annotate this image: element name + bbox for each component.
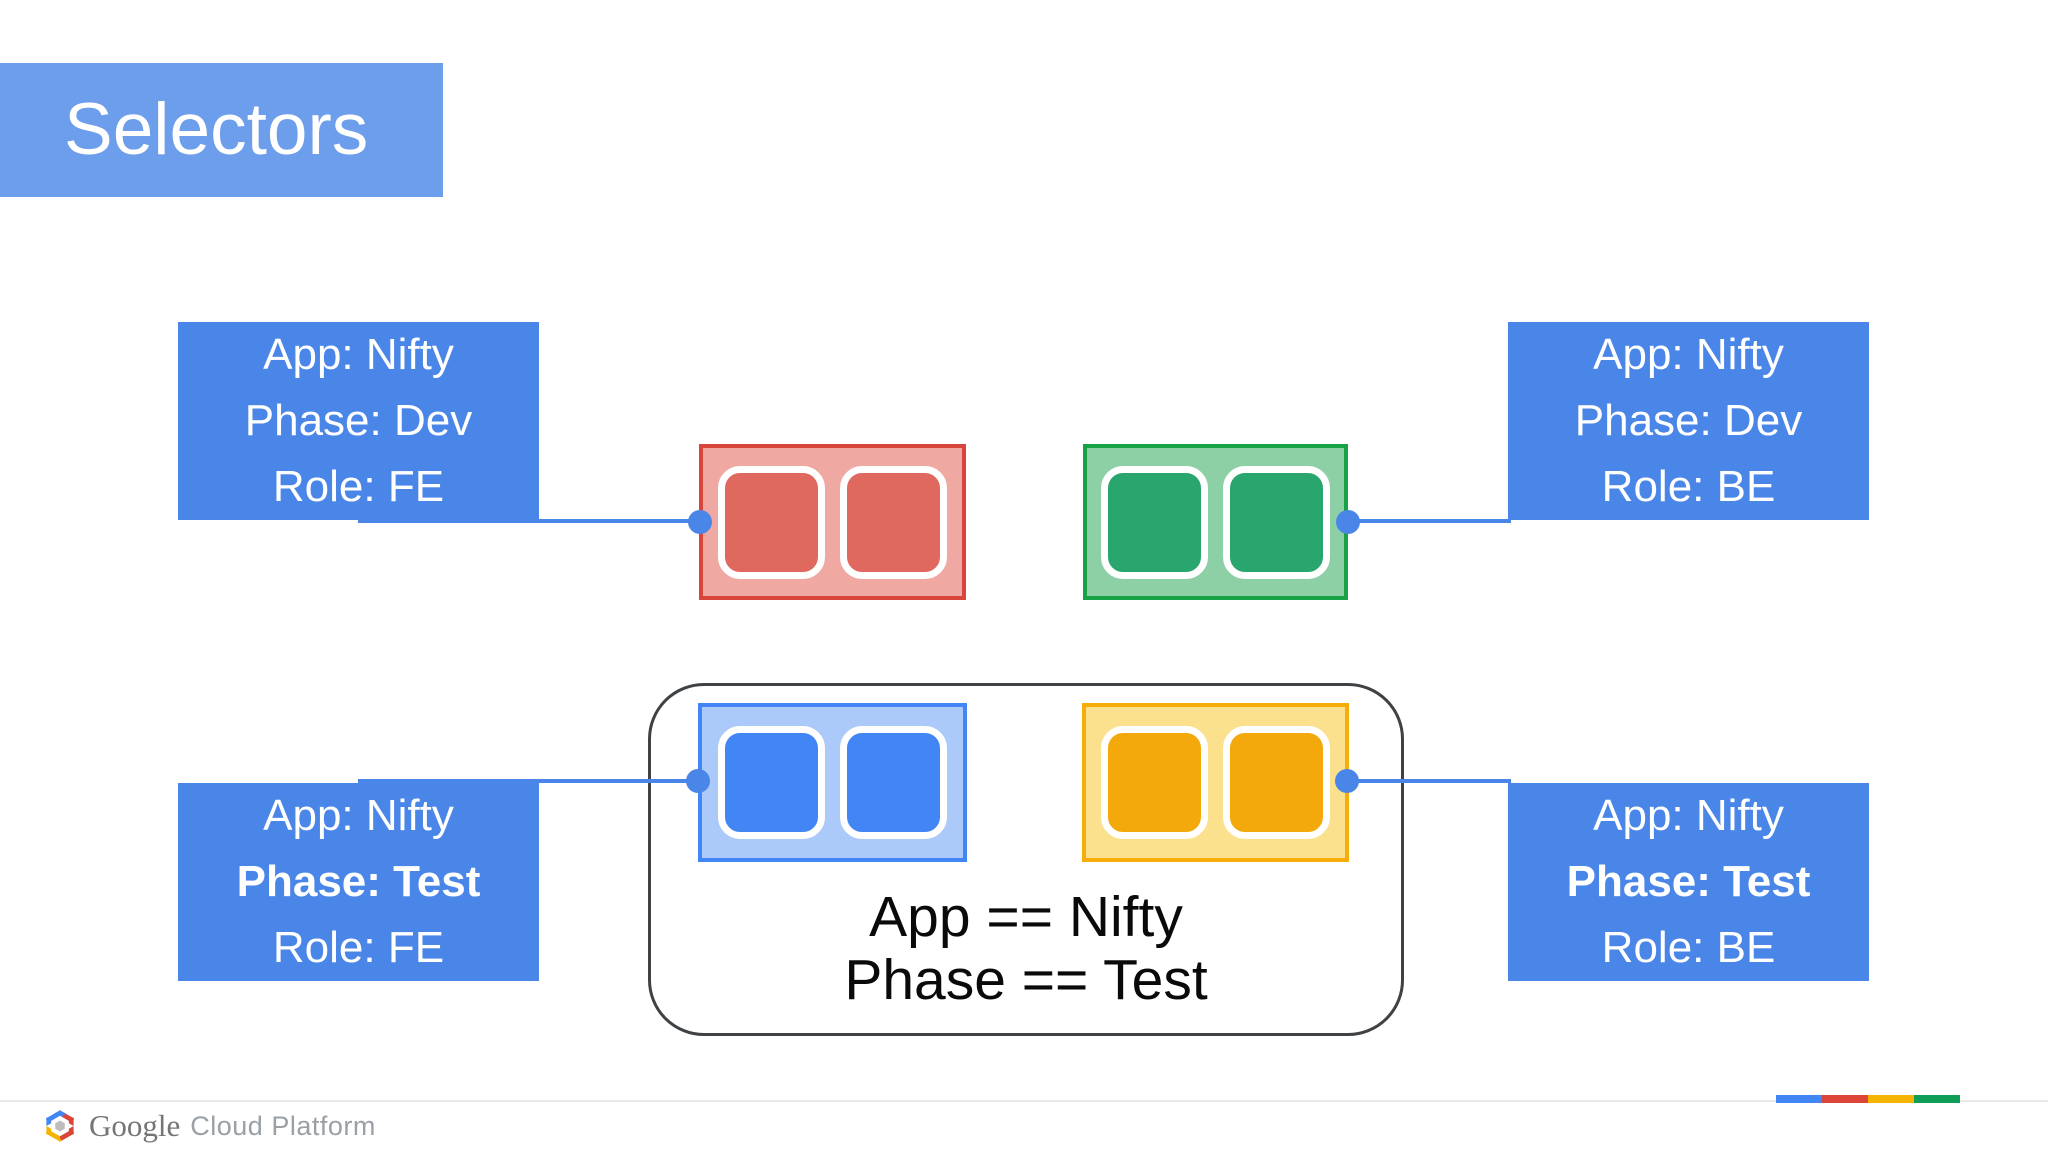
container-box <box>1101 726 1208 839</box>
color-bar-green <box>1914 1095 1960 1103</box>
label-line: Phase: Test <box>1566 857 1811 906</box>
container-box <box>1223 465 1330 579</box>
selector-expression: App == Nifty Phase == Test <box>648 886 1404 1012</box>
label-line: Role: BE <box>1601 923 1776 972</box>
label-line: Role: FE <box>272 923 445 972</box>
container-box <box>718 465 825 579</box>
green-pod <box>1083 444 1348 600</box>
label-line: Phase: Test <box>236 857 481 906</box>
selector-group-outline <box>648 683 1404 1036</box>
label-top-right: App: Nifty Phase: Dev Role: BE <box>1508 322 1869 520</box>
container-box <box>840 465 947 579</box>
selector-expression-line1: App == Nifty <box>869 885 1183 949</box>
connector-dot-red-pod <box>688 510 712 534</box>
label-bottom-right: App: Nifty Phase: Test Role: BE <box>1508 783 1869 981</box>
color-bar-red <box>1822 1095 1868 1103</box>
slide-title: Selectors <box>0 63 443 197</box>
connector-dot-green-pod <box>1336 510 1360 534</box>
connector-dot-yellow-pod <box>1335 769 1359 793</box>
container-box <box>1101 465 1208 579</box>
container-box <box>840 726 947 839</box>
selector-expression-line2: Phase == Test <box>844 948 1208 1012</box>
footer-divider <box>0 1100 2048 1102</box>
label-line: Role: BE <box>1601 462 1776 511</box>
label-line: App: Nifty <box>1593 330 1784 379</box>
connector-line-bottom-left <box>358 779 698 783</box>
cloud-platform-label: Cloud Platform <box>190 1110 376 1141</box>
label-line: Phase: Dev <box>1574 396 1803 445</box>
label-line: Phase: Dev <box>244 396 473 445</box>
label-line: App: Nifty <box>263 330 454 379</box>
label-line: App: Nifty <box>263 791 454 840</box>
color-bar-blue <box>1776 1095 1822 1103</box>
red-pod <box>699 444 966 600</box>
google-color-bar <box>1776 1095 1960 1103</box>
connector-dot-blue-pod <box>686 769 710 793</box>
label-top-left: App: Nifty Phase: Dev Role: FE <box>178 322 539 520</box>
connector-line-top-right <box>1348 519 1511 523</box>
connector-line-top-left <box>358 519 700 523</box>
color-bar-yellow <box>1868 1095 1914 1103</box>
label-line: App: Nifty <box>1593 791 1784 840</box>
google-cloud-platform-logo: Google Cloud Platform <box>43 1106 376 1146</box>
container-box <box>718 726 825 839</box>
label-bottom-left: App: Nifty Phase: Test Role: FE <box>178 783 539 981</box>
container-box <box>1223 726 1330 839</box>
connector-line-bottom-right <box>1347 779 1511 783</box>
gcp-hexagon-icon <box>46 1110 74 1142</box>
label-line: Role: FE <box>272 462 445 511</box>
google-wordmark: Google <box>89 1108 181 1143</box>
yellow-pod <box>1082 703 1349 862</box>
blue-pod <box>698 703 967 862</box>
